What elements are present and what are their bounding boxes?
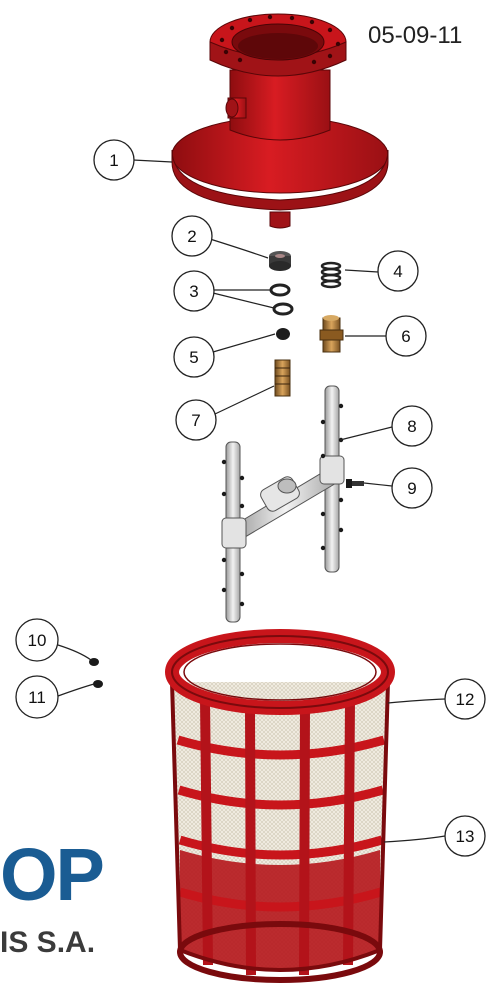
leader-lines bbox=[57, 159, 446, 843]
part-13-basket bbox=[170, 681, 390, 983]
part-10-screw bbox=[89, 658, 99, 666]
brand-logo: OP bbox=[0, 833, 105, 916]
callout-6: 6 bbox=[385, 315, 427, 357]
part-5-ball bbox=[276, 328, 290, 340]
svg-text:7: 7 bbox=[191, 411, 200, 430]
callout-11: 11 bbox=[15, 675, 59, 719]
part-8-manifold bbox=[221, 385, 345, 623]
svg-text:6: 6 bbox=[401, 327, 410, 346]
callout-4: 4 bbox=[377, 250, 419, 292]
svg-text:2: 2 bbox=[187, 227, 196, 246]
part-12-basket-ring bbox=[165, 629, 395, 715]
svg-text:4: 4 bbox=[393, 262, 402, 281]
part-4-spring bbox=[320, 261, 342, 289]
callouts: 1 2 3 4 5 6 7 bbox=[15, 139, 486, 857]
svg-text:1: 1 bbox=[109, 151, 118, 170]
svg-text:12: 12 bbox=[456, 690, 475, 709]
brand-company-suffix: IS S.A. bbox=[0, 926, 96, 959]
svg-text:8: 8 bbox=[407, 417, 416, 436]
callout-9: 9 bbox=[391, 467, 433, 509]
svg-text:9: 9 bbox=[407, 479, 416, 498]
callout-8: 8 bbox=[391, 405, 433, 447]
part-1-housing bbox=[171, 13, 389, 229]
callout-2: 2 bbox=[171, 215, 213, 257]
part-11-screw bbox=[93, 680, 103, 688]
part-9-screw bbox=[346, 479, 364, 488]
callout-5: 5 bbox=[173, 336, 215, 378]
svg-text:11: 11 bbox=[28, 688, 46, 707]
svg-text:10: 10 bbox=[28, 631, 47, 650]
part-6-fitting bbox=[319, 315, 344, 353]
callout-13: 13 bbox=[444, 815, 486, 857]
callout-12: 12 bbox=[444, 678, 486, 720]
svg-text:5: 5 bbox=[189, 348, 198, 367]
part-7-stem bbox=[274, 359, 291, 397]
callout-1: 1 bbox=[93, 139, 135, 181]
document-code: 05-09-11 bbox=[368, 22, 463, 49]
svg-text:13: 13 bbox=[456, 827, 475, 846]
callout-3: 3 bbox=[173, 270, 215, 312]
callout-7: 7 bbox=[175, 399, 217, 441]
svg-text:3: 3 bbox=[189, 282, 198, 301]
part-2-nut bbox=[269, 251, 291, 271]
part-3-orings bbox=[269, 283, 294, 316]
callout-10: 10 bbox=[15, 618, 59, 662]
